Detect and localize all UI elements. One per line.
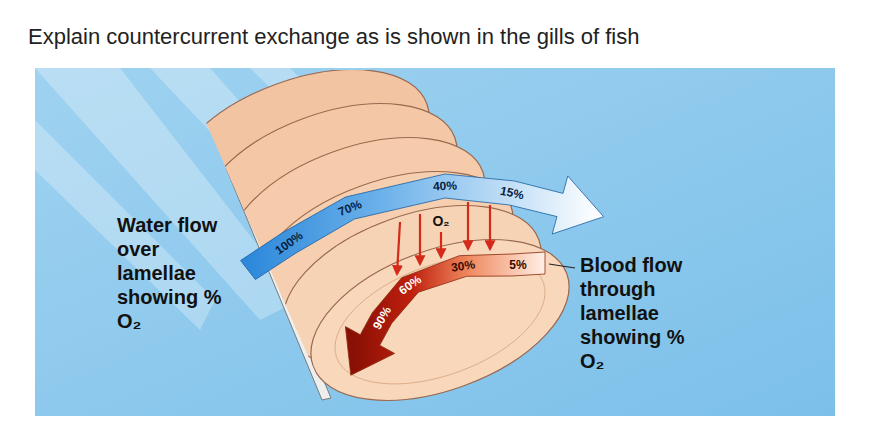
percent-value: 30% <box>450 258 475 273</box>
flow-label: Water flow over lamellae showing % O₂ <box>117 213 241 333</box>
oxygen-label: O₂ <box>432 214 449 228</box>
percent-value: 70% <box>337 198 364 218</box>
percent-value: 60% <box>397 273 424 297</box>
flow-label: Blood flow through lamellae showing % O₂ <box>580 253 704 373</box>
percent-value: 5% <box>509 259 526 271</box>
percent-value: 40% <box>433 179 458 192</box>
blood-flow-arrow <box>345 252 545 375</box>
percent-value: 100% <box>273 229 305 256</box>
water-flow-arrow <box>241 174 604 280</box>
leader-line <box>549 264 575 268</box>
question-title: Explain countercurrent exchange as is sh… <box>28 24 639 50</box>
percent-value: 90% <box>371 305 393 332</box>
oxygen-diffusion-arrows <box>397 202 490 274</box>
percent-value: 15% <box>499 185 525 202</box>
